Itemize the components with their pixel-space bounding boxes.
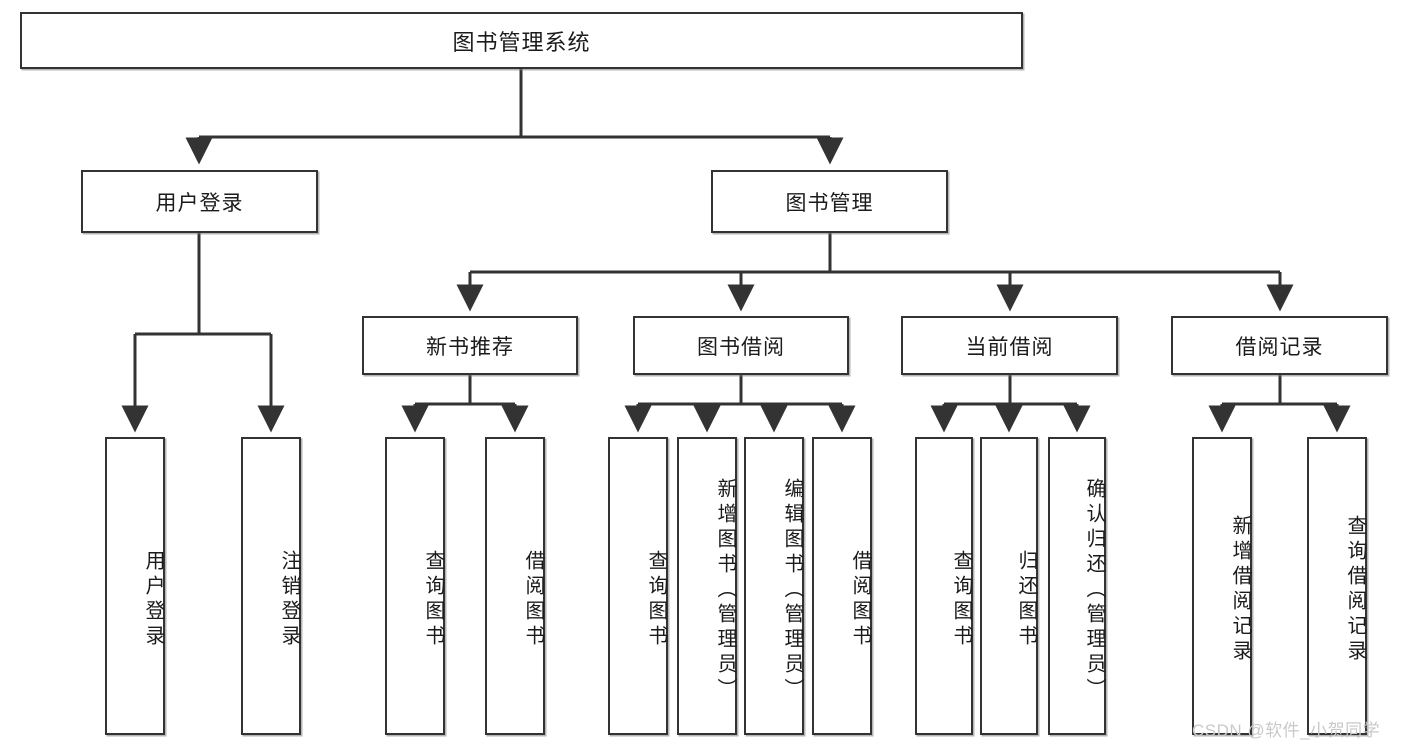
node-leaf-user-login[interactable]: 用户登录 [105,437,165,735]
node-leaf-borrow-book-1-label: 借阅图书 [522,550,544,650]
node-leaf-query-book-1[interactable]: 查询图书 [385,437,445,735]
node-leaf-user-logout[interactable]: 注销登录 [241,437,301,735]
node-leaf-return-book[interactable]: 归还图书 [980,437,1038,735]
node-leaf-query-record[interactable]: 查询借阅记录 [1307,437,1367,735]
node-leaf-add-record[interactable]: 新增借阅记录 [1192,437,1252,735]
node-leaf-user-login-label: 用户登录 [142,550,164,650]
node-leaf-borrow-book-2[interactable]: 借阅图书 [812,437,872,735]
node-leaf-add-record-label: 新增借阅记录 [1229,515,1251,665]
node-book-borrow-label: 图书借阅 [697,335,785,359]
node-leaf-add-book[interactable]: 新增图书（管理员） [677,437,737,735]
node-leaf-user-logout-label: 注销登录 [278,550,300,650]
node-leaf-confirm-return-label: 确认归还（管理员） [1083,477,1105,703]
node-leaf-return-book-label: 归还图书 [1015,550,1037,650]
node-leaf-query-book-3-label: 查询图书 [950,550,972,650]
node-leaf-query-book-3[interactable]: 查询图书 [915,437,973,735]
node-current-borrow[interactable]: 当前借阅 [901,316,1118,375]
node-new-book-rec-label: 新书推荐 [426,335,514,359]
watermark: CSDN @软件_小贺同学 [1192,721,1381,740]
node-leaf-add-book-label: 新增图书（管理员） [714,477,736,703]
node-borrow-record[interactable]: 借阅记录 [1171,316,1388,375]
node-new-book-rec[interactable]: 新书推荐 [362,316,578,375]
node-root[interactable]: 图书管理系统 [20,12,1023,69]
node-leaf-edit-book[interactable]: 编辑图书（管理员） [744,437,804,735]
node-leaf-borrow-book-1[interactable]: 借阅图书 [485,437,545,735]
node-borrow-record-label: 借阅记录 [1235,335,1324,359]
node-book-manage[interactable]: 图书管理 [711,170,948,233]
node-leaf-edit-book-label: 编辑图书（管理员） [781,477,803,703]
node-leaf-query-book-2[interactable]: 查询图书 [608,437,668,735]
node-leaf-confirm-return[interactable]: 确认归还（管理员） [1048,437,1106,735]
node-root-label: 图书管理系统 [452,29,591,55]
node-user-login-label: 用户登录 [155,191,244,215]
node-leaf-query-record-label: 查询借阅记录 [1344,515,1366,665]
node-user-login[interactable]: 用户登录 [81,170,318,233]
node-current-borrow-label: 当前借阅 [965,335,1054,359]
node-leaf-borrow-book-2-label: 借阅图书 [849,550,871,650]
node-book-borrow[interactable]: 图书借阅 [633,316,849,375]
node-book-manage-label: 图书管理 [785,191,874,215]
node-leaf-query-book-1-label: 查询图书 [422,550,444,650]
node-leaf-query-book-2-label: 查询图书 [645,550,667,650]
